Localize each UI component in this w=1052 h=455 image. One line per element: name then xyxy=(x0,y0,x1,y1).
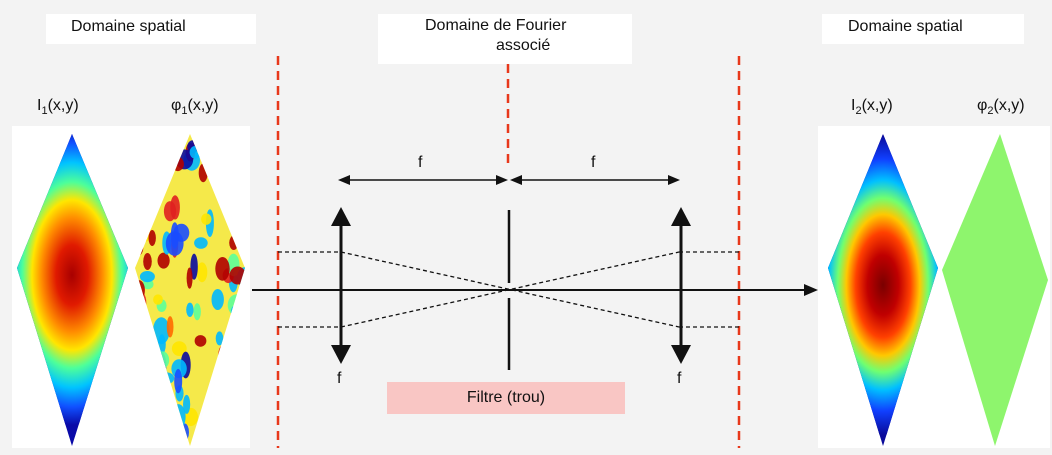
speckle-blob xyxy=(155,351,170,369)
focal-label-top-right: f xyxy=(591,154,596,171)
i2-label: I2(x,y) xyxy=(851,97,893,118)
phi2-label: φ2(x,y) xyxy=(977,97,1025,118)
speckle-blob xyxy=(137,355,149,376)
speckle-blob xyxy=(144,346,158,375)
phi1-label: φ1(x,y) xyxy=(171,97,219,118)
focal-label-lens-right: f xyxy=(677,370,682,387)
left-domain-title: Domaine spatial xyxy=(71,18,186,35)
speckle-blob xyxy=(229,266,245,285)
center-domain-title-line1: Domaine de Fourier xyxy=(425,17,567,34)
i1-intensity-image xyxy=(17,134,128,446)
speckle-blob xyxy=(215,257,230,281)
focal-label-top-left: f xyxy=(418,154,423,171)
speckle-blob xyxy=(207,426,221,443)
speckle-blob xyxy=(215,331,224,346)
lens-left xyxy=(331,207,351,364)
lens-right xyxy=(671,207,691,364)
speckle-blob xyxy=(209,134,219,147)
speckle-blob xyxy=(196,262,208,283)
center-domain-title-line2: associé xyxy=(496,37,551,54)
speckle-blob xyxy=(161,134,173,148)
speckle-blob xyxy=(153,371,168,385)
speckle-blob xyxy=(234,158,245,170)
speckle-blob xyxy=(234,411,245,435)
speckle-blob xyxy=(140,139,152,162)
speckle-blob xyxy=(211,289,224,310)
speckle-blob xyxy=(159,367,169,389)
speckle-blob xyxy=(173,223,190,242)
speckle-blob xyxy=(141,356,159,368)
speckle-blob xyxy=(229,175,236,201)
speckle-blob xyxy=(194,237,208,249)
speckle-blob xyxy=(174,368,183,394)
speckle-blob xyxy=(139,271,155,283)
speckle-blob xyxy=(204,134,212,145)
speckle-blob xyxy=(141,149,150,165)
focal-arrow-right xyxy=(510,175,680,185)
speckle-blob xyxy=(171,404,186,430)
speckle-blob xyxy=(180,423,189,442)
speckle-blob xyxy=(234,379,245,391)
speckle-blob xyxy=(148,230,156,246)
speckle-blob xyxy=(135,280,145,301)
speckle-blob xyxy=(157,388,166,399)
right-domain-title: Domaine spatial xyxy=(848,18,963,35)
speckle-blob xyxy=(145,344,161,367)
speckle-blob xyxy=(162,423,176,437)
speckle-blob xyxy=(171,156,184,172)
speckle-blob xyxy=(218,345,228,366)
phi1-phase-image xyxy=(135,134,245,446)
speckle-blob xyxy=(146,137,164,166)
speckle-blob xyxy=(189,145,202,159)
speckle-blob xyxy=(186,267,193,289)
filter-label-box: Filtre (trou) xyxy=(387,382,625,414)
speckle-blob xyxy=(230,305,238,319)
speckle-blob xyxy=(242,134,245,148)
speckle-blob xyxy=(201,213,212,225)
speckle-blob xyxy=(194,335,207,347)
speckle-blob xyxy=(213,165,223,189)
phi2-phase-image xyxy=(942,134,1048,446)
speckle-blob xyxy=(229,235,239,250)
speckle-blob xyxy=(198,163,208,183)
speckle-blob xyxy=(171,341,187,356)
speckle-blob xyxy=(160,372,175,384)
speckle-blob xyxy=(163,201,177,222)
speckle-blob xyxy=(241,329,245,352)
speckle-blob xyxy=(227,294,245,316)
filter-label: Filtre (trou) xyxy=(466,389,546,406)
speckle-blob xyxy=(136,205,149,226)
speckle-blob xyxy=(183,394,191,414)
focal-label-lens-left: f xyxy=(337,370,342,387)
speckle-blob xyxy=(157,252,170,269)
speckle-blob xyxy=(235,227,245,247)
i2-intensity-image xyxy=(828,134,938,446)
speckle-blob xyxy=(233,376,245,391)
speckle-blob xyxy=(143,253,152,270)
speckle-blob xyxy=(228,332,240,356)
speckle-blob xyxy=(135,238,144,257)
i1-label: I1(x,y) xyxy=(37,97,79,118)
speckle-blob xyxy=(153,294,163,305)
speckle-blob xyxy=(186,302,194,317)
speckle-blob xyxy=(141,374,159,390)
focal-arrow-left xyxy=(338,175,508,185)
speckle-blob xyxy=(140,166,151,194)
speckle-blob xyxy=(229,351,237,369)
speckle-blob xyxy=(222,355,236,382)
right-title-bg xyxy=(822,14,1024,44)
speckle-blob xyxy=(147,134,161,143)
speckle-blob xyxy=(166,316,174,338)
speckle-blob xyxy=(193,303,201,321)
ray-lines xyxy=(278,251,739,328)
speckle-blob xyxy=(143,165,150,190)
left-title-bg xyxy=(46,14,256,44)
optical-axis-arrowhead xyxy=(804,284,818,296)
speckle-blob xyxy=(239,321,245,337)
speckle-blob xyxy=(153,317,170,345)
center-title-bg xyxy=(378,14,632,64)
